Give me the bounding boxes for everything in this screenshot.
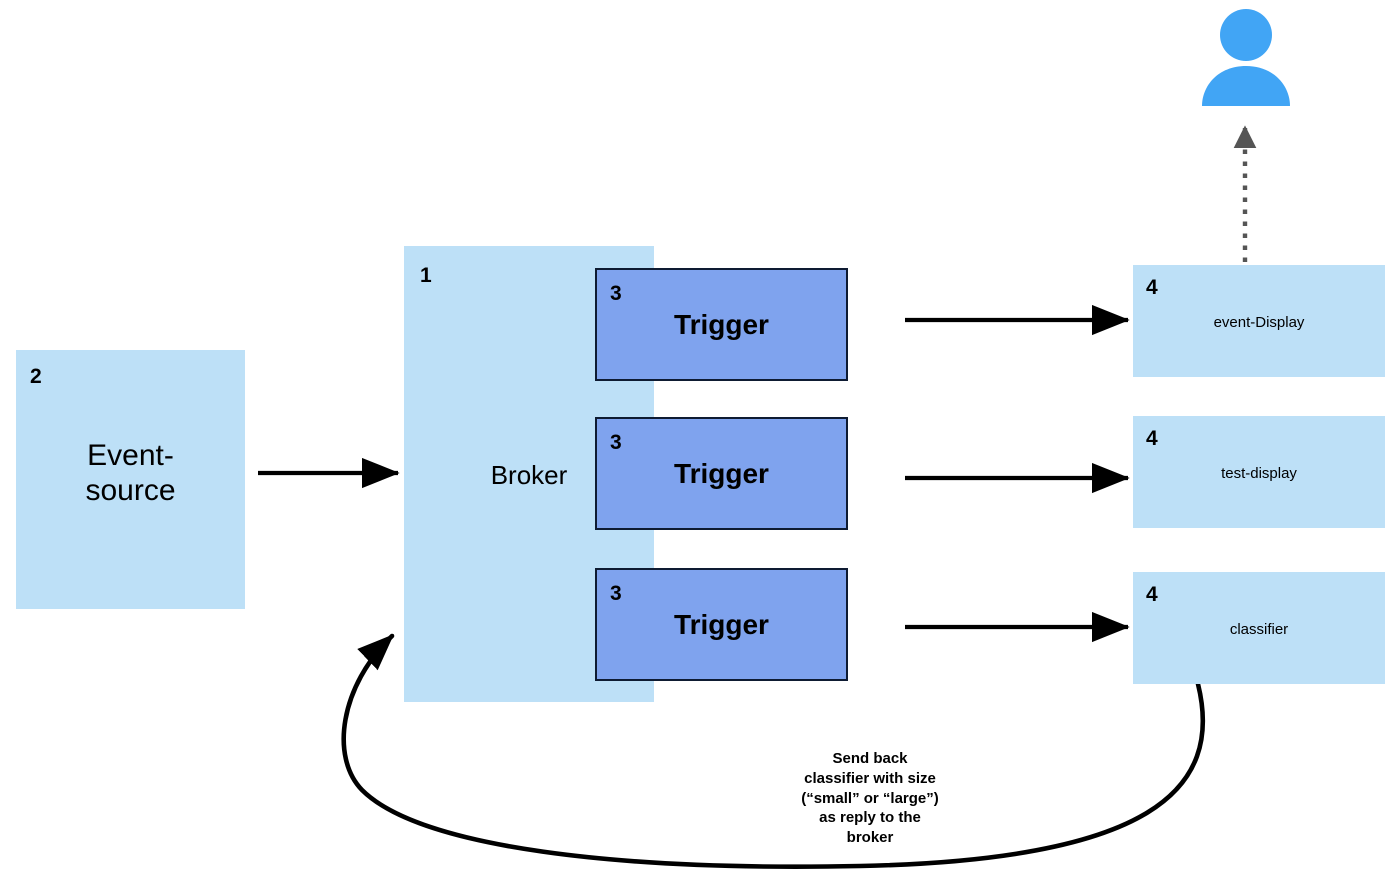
classifier-box[interactable]: 4 classifier — [1133, 572, 1385, 684]
trigger-1-badge: 3 — [610, 282, 622, 305]
trigger-box-1[interactable]: 3 Trigger — [595, 268, 848, 381]
user-person-icon — [1198, 8, 1294, 108]
classifier-badge: 4 — [1146, 583, 1158, 606]
feedback-caption: Send back classifier with size (“small” … — [801, 750, 939, 847]
trigger-3-badge: 3 — [610, 582, 622, 605]
trigger-3-label: Trigger — [674, 609, 769, 640]
event-source-badge: 2 — [30, 365, 42, 388]
test-display-badge: 4 — [1146, 427, 1158, 450]
trigger-2-label: Trigger — [674, 458, 769, 489]
trigger-box-3[interactable]: 3 Trigger — [595, 568, 848, 681]
trigger-box-2[interactable]: 3 Trigger — [595, 417, 848, 530]
event-display-badge: 4 — [1146, 276, 1158, 299]
test-display-label: test-display — [1221, 465, 1297, 482]
broker-badge: 1 — [420, 264, 432, 287]
classifier-label: classifier — [1229, 621, 1289, 638]
event-source-box[interactable]: 2 Event- source — [16, 350, 245, 609]
trigger-2-badge: 3 — [610, 431, 622, 454]
event-source-label: Event- source — [85, 439, 176, 508]
test-display-box[interactable]: 4 test-display — [1133, 416, 1385, 528]
event-display-box[interactable]: 4 event-Display — [1133, 265, 1385, 377]
broker-label: Broker — [490, 460, 568, 490]
trigger-1-label: Trigger — [674, 309, 769, 340]
event-display-label: event-Display — [1213, 314, 1305, 331]
